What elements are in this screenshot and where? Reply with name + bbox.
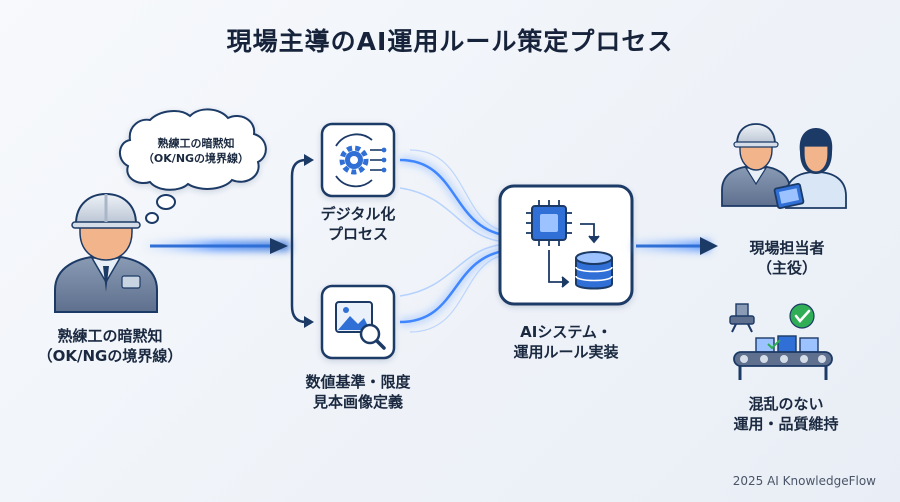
split-connector [290, 154, 314, 328]
criteria-label: 数値基準・限度 見本画像定義 [278, 372, 438, 413]
field-staff-figures [721, 123, 847, 210]
thought-bubble-line1: 熟練工の暗黙知 [157, 137, 235, 150]
chip-icon [526, 200, 572, 246]
image-search-icon [335, 301, 386, 350]
flow-lines-to-ai [399, 149, 511, 333]
thought-bubble-line2: （OK/NGの境界線） [142, 151, 250, 165]
cycle-arrows-icon [548, 223, 600, 288]
worker-label-line1: 熟練工の暗黙知 [57, 327, 163, 345]
field-staff-label-line1: 現場担当者 [749, 239, 825, 257]
outcome-label-line1: 混乱のない [748, 395, 824, 413]
criteria-label-line1: 数値基準・限度 [305, 373, 411, 391]
skilled-worker-figure [54, 192, 158, 313]
field-staff-label: 現場担当者 （主役） [712, 238, 862, 279]
digitize-label-line2: プロセス [327, 225, 388, 244]
gear-icon [335, 133, 387, 188]
flow-line-output [630, 237, 718, 255]
factory-line-illustration [729, 303, 833, 380]
criteria-label-line2: 見本画像定義 [312, 393, 403, 412]
database-icon [575, 251, 613, 290]
check-badge-icon [789, 303, 815, 329]
ai-system-box [498, 184, 634, 306]
tablet-icon [773, 182, 805, 210]
ai-label: AIシステム・ 運用ルール実装 [476, 322, 656, 363]
thought-bubble [119, 108, 267, 224]
criteria-definition-box [320, 284, 396, 360]
digitize-label: デジタル化 プロセス [288, 204, 428, 245]
flow-line-worker [140, 238, 290, 254]
ai-label-line2: 運用ルール実装 [513, 343, 619, 362]
thought-bubble-text: 熟練工の暗黙知 （OK/NGの境界線） [128, 137, 264, 167]
page-title: 現場主導のAI運用ルール策定プロセス [226, 27, 674, 56]
digitize-process-box [320, 122, 396, 198]
digitize-label-line1: デジタル化 [320, 205, 396, 223]
outcome-label: 混乱のない 運用・品質維持 [706, 394, 866, 435]
worker-label: 熟練工の暗黙知 （OK/NGの境界線） [20, 326, 200, 367]
footer-credit: 2025 AI KnowledgeFlow [732, 474, 876, 488]
ai-label-line1: AIシステム・ [520, 323, 612, 341]
field-staff-label-line2: （主役） [756, 259, 817, 278]
worker-label-line2: （OK/NGの境界線） [37, 347, 183, 366]
outcome-label-line2: 運用・品質維持 [733, 415, 839, 434]
